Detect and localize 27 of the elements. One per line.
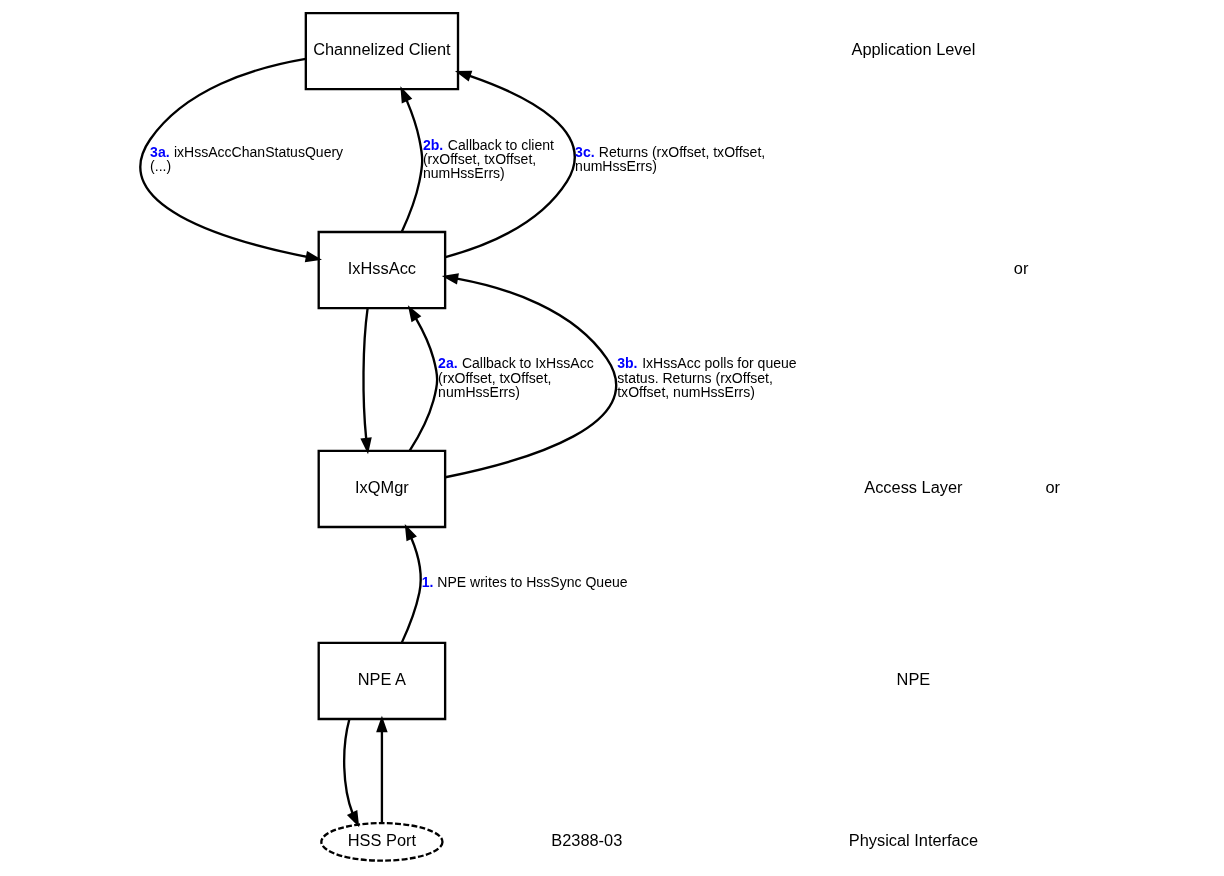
label: Physical Interface (848, 831, 979, 850)
arrow (343, 719, 360, 828)
edge-label: 3b. IxHssAcc polls for queue status. Returns (rxOffset, txOffset, numHssErrs) (617, 355, 797, 400)
arrow (376, 715, 388, 823)
arrow (445, 70, 576, 259)
edge-label: 2b. Callback to client (rxOffset, txOffset, numHssErrs) (422, 136, 554, 181)
edge-label: 3a. ixHssAccChanStatusQuery (...) (150, 143, 344, 174)
edge-label: 2a. Callback to IxHssAcc (rxOffset, txOffset, numHssErrs) (438, 355, 594, 400)
edge-label: 1. NPE writes to HssSync Queue (421, 574, 628, 591)
label: B2388-03 (551, 831, 623, 850)
arrow (360, 308, 372, 455)
label: or (1013, 259, 1029, 278)
node-box: Channelized Client (304, 11, 460, 91)
arrow (407, 305, 439, 452)
arrow (441, 273, 618, 479)
label: Application Level (851, 40, 976, 59)
node-box: IxQMgr (317, 449, 447, 529)
edge-label: 3c. Returns (rxOffset, txOffset, numHssErrs) (575, 143, 766, 174)
node-box: NPE A (317, 641, 447, 721)
label: Access Layer (864, 478, 963, 497)
arrow (400, 524, 422, 644)
label: or (1045, 478, 1060, 497)
arrow (400, 86, 424, 233)
arrow (139, 57, 322, 263)
node-box: IxHssAcc (317, 230, 447, 310)
node-ellipse: HSS Port (320, 821, 444, 862)
label: NPE (896, 670, 931, 689)
